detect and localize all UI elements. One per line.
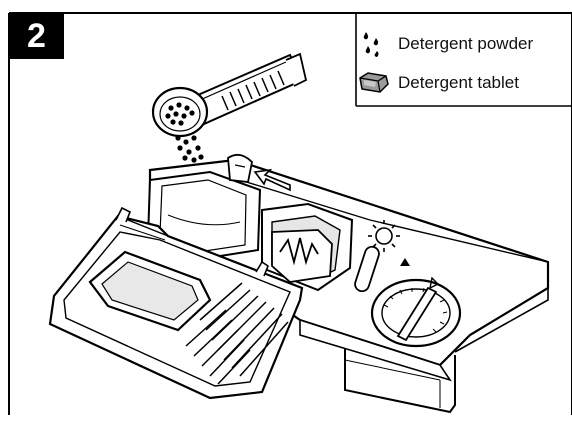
rinse-aid-indicator [354, 245, 380, 293]
arrow-icon [253, 168, 291, 192]
dial-icon [370, 258, 462, 348]
step-number-badge: 2 [9, 13, 64, 59]
lid-latch [227, 153, 253, 183]
powder-drops-icon [363, 32, 379, 57]
detergent-scoop-icon [151, 52, 308, 163]
dispenser-open-lid [48, 206, 304, 400]
legend-label-powder: Detergent powder [398, 34, 534, 53]
tablet-compartment [261, 202, 354, 292]
legend-item-powder: Detergent powder [356, 29, 533, 59]
tablet-icon [359, 72, 389, 93]
sun-icon [368, 220, 400, 252]
legend-item-tablet: Detergent tablet [356, 68, 519, 98]
legend-label-tablet: Detergent tablet [398, 73, 519, 92]
